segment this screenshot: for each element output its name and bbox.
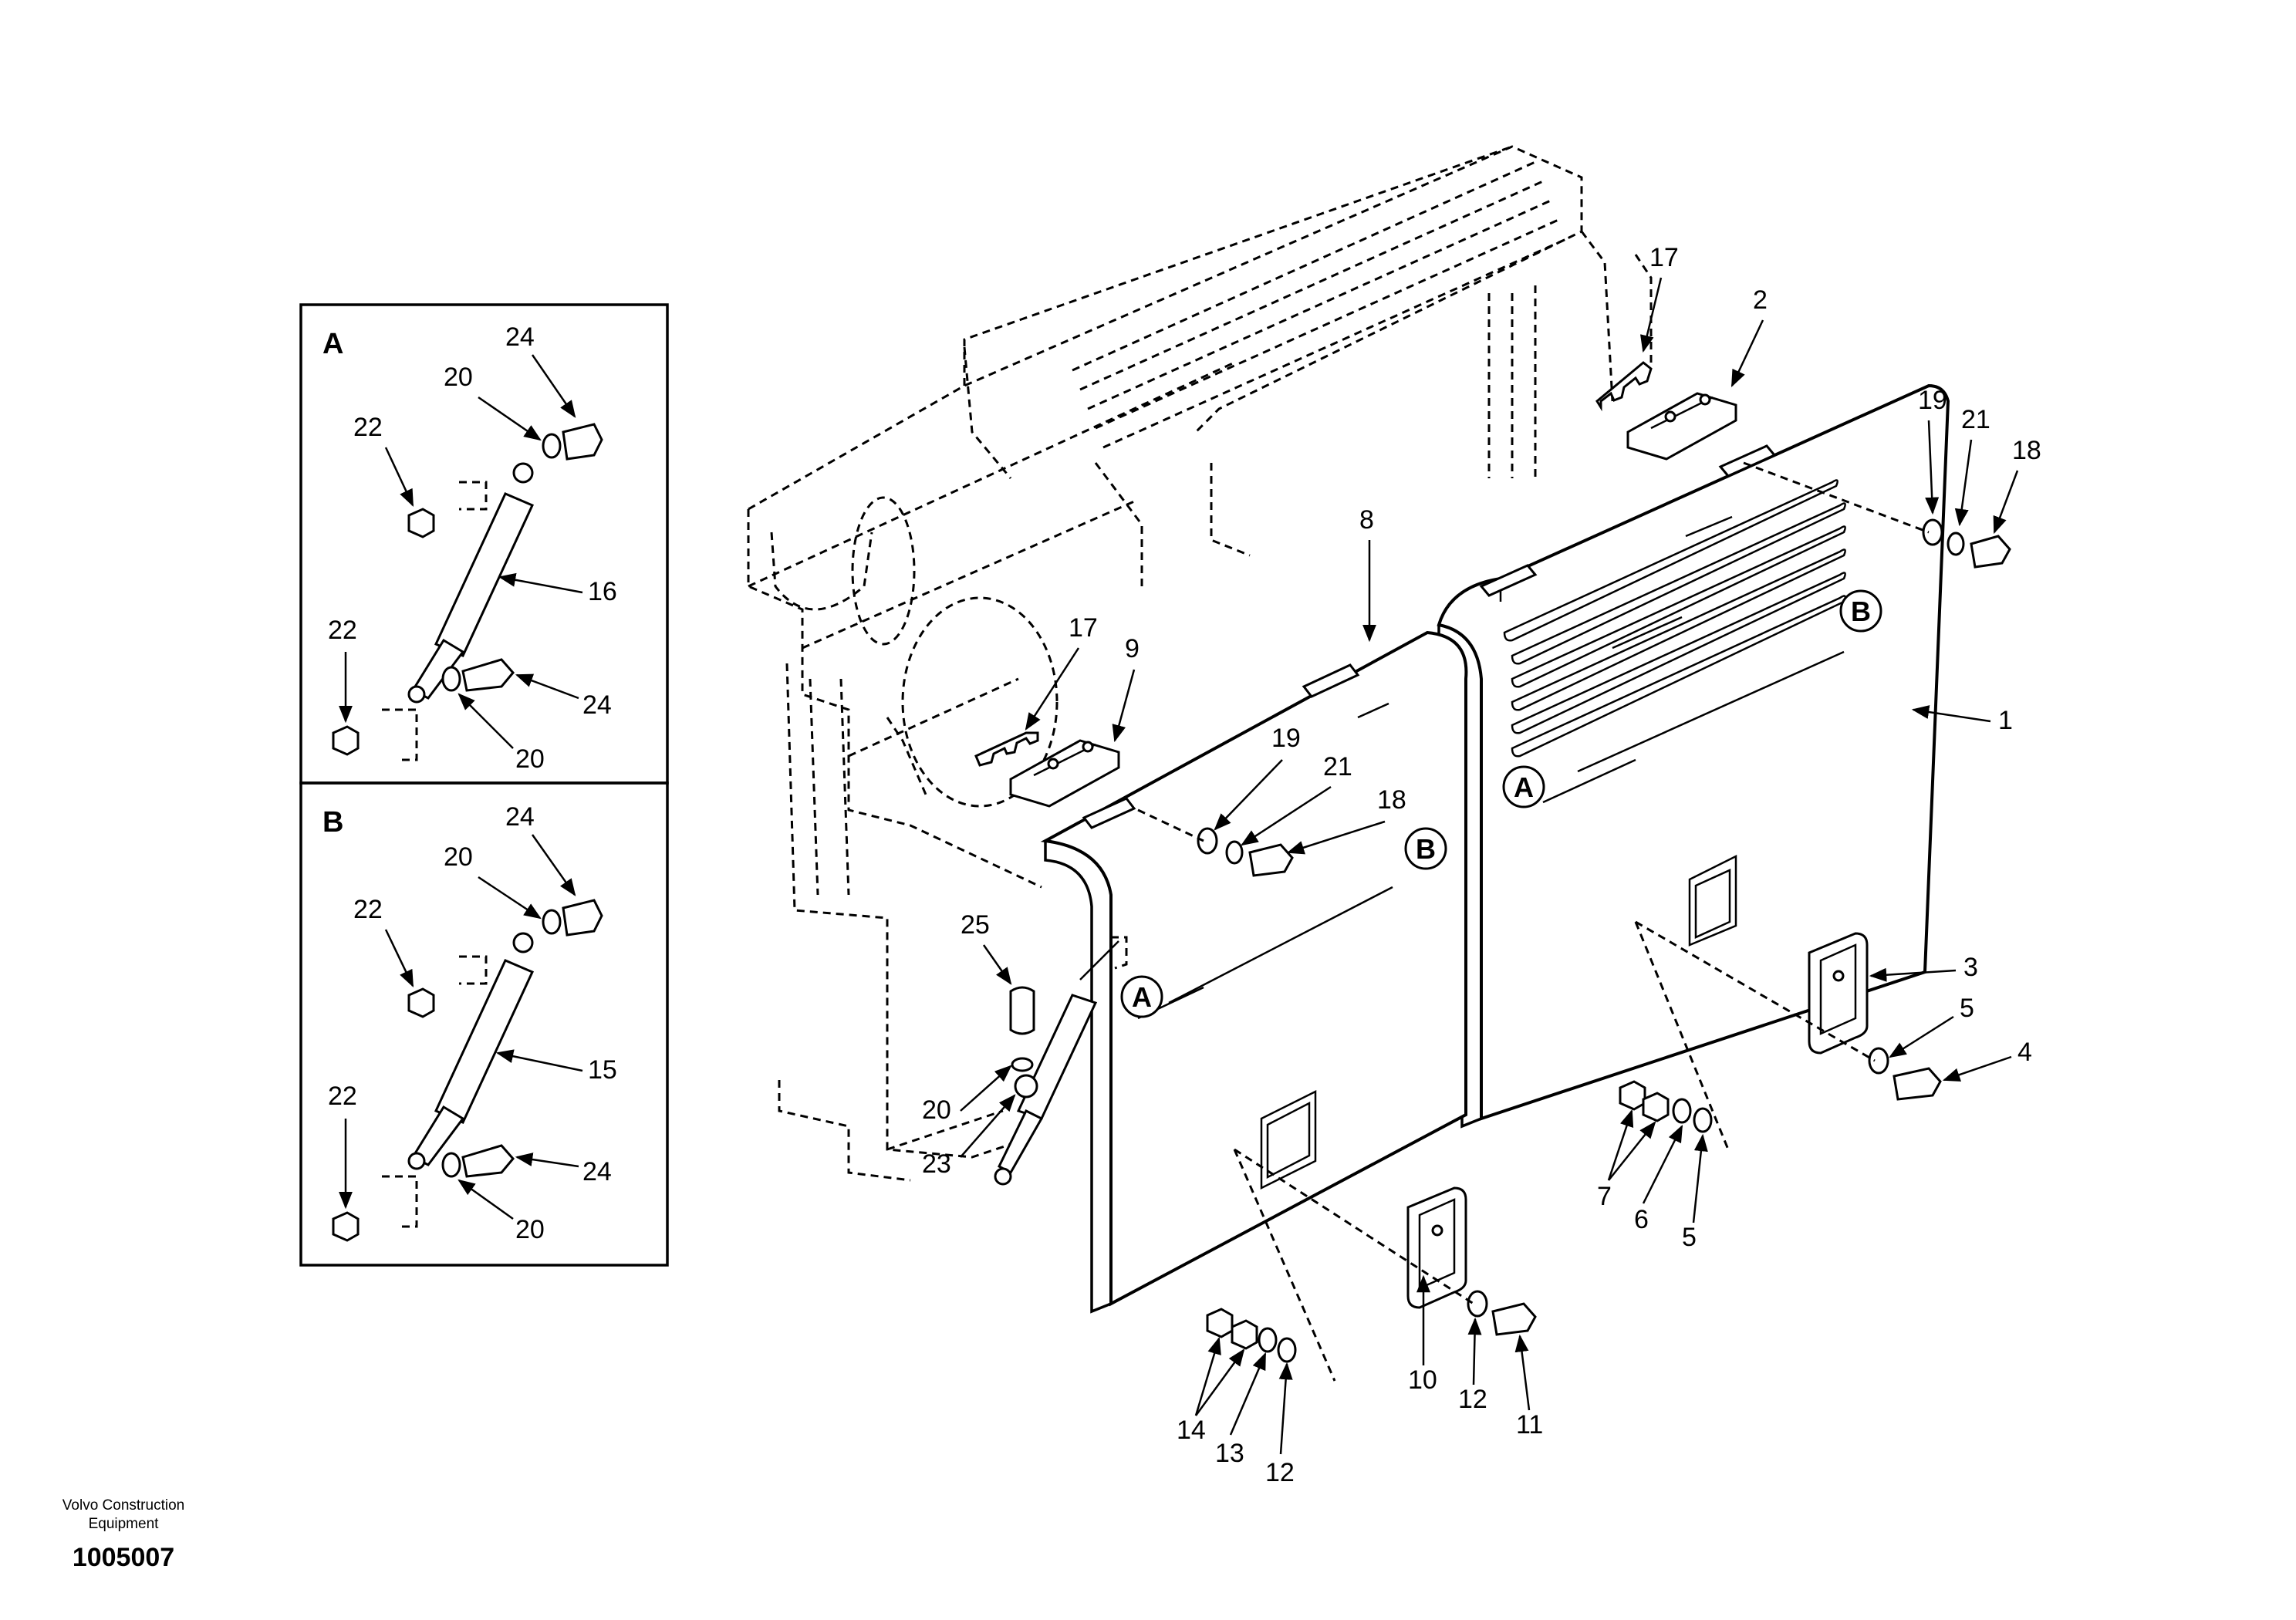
callout-4: 4 xyxy=(2017,1038,2032,1067)
detail-marker-a-right: A xyxy=(1502,765,1545,808)
callout-9: 9 xyxy=(1125,634,1140,663)
callout-a-22-bottom: 22 xyxy=(328,616,357,645)
gas-spring-16 xyxy=(332,423,603,761)
callout-a-16: 16 xyxy=(588,577,617,606)
fasteners-left-top xyxy=(1137,808,1294,877)
callout-19-left: 19 xyxy=(1271,724,1301,753)
fasteners-right-top xyxy=(1743,461,2011,569)
detail-marker-a-left: A xyxy=(1079,940,1163,1018)
callout-b-20-bottom: 20 xyxy=(515,1215,545,1244)
fasteners-left-bottom xyxy=(1206,1148,1537,1382)
machine-frame xyxy=(747,145,1653,1182)
callout-b-15: 15 xyxy=(588,1055,617,1085)
callout-b-24-bottom: 24 xyxy=(582,1157,612,1186)
latch-3 xyxy=(1808,932,1869,1055)
callout-10: 10 xyxy=(1408,1365,1437,1395)
callout-19-right: 19 xyxy=(1918,386,1947,415)
inset-b-callouts: 24 20 22 15 22 24 20 xyxy=(328,802,617,1244)
inset-label-a: A xyxy=(322,328,343,360)
gas-spring-main xyxy=(994,936,1128,1186)
svg-text:B: B xyxy=(1416,833,1436,865)
louver-slots xyxy=(1503,479,1846,758)
callout-1: 1 xyxy=(1998,706,2013,735)
detail-marker-b-left: B xyxy=(1404,827,1447,870)
callout-8: 8 xyxy=(1359,505,1374,535)
callout-b-22-top: 22 xyxy=(353,895,383,924)
callout-a-24: 24 xyxy=(505,322,535,352)
shim-17-left xyxy=(974,731,1039,767)
callout-6: 6 xyxy=(1634,1205,1649,1234)
callout-b-20: 20 xyxy=(444,842,473,872)
callout-20-main: 20 xyxy=(922,1095,951,1125)
inset-box-b: B xyxy=(299,781,669,1267)
shim-17-top xyxy=(1595,361,1653,412)
callout-5-bottom: 5 xyxy=(1682,1223,1697,1252)
hinge-9 xyxy=(1009,739,1120,808)
main-callouts: 17 2 19 21 18 8 17 9 1 19 21 18 25 3 5 4… xyxy=(922,243,2041,1487)
callout-2: 2 xyxy=(1753,285,1768,315)
right-door-panel xyxy=(1437,383,1950,1129)
callout-17-top: 17 xyxy=(1649,243,1679,272)
svg-text:A: A xyxy=(1132,981,1152,1013)
callout-18-right: 18 xyxy=(2012,436,2041,465)
footer: Volvo Construction Equipment 1005007 xyxy=(31,1497,216,1573)
callout-25: 25 xyxy=(961,910,990,940)
inset-label-b: B xyxy=(322,806,343,839)
svg-text:B: B xyxy=(1851,596,1871,627)
callout-23: 23 xyxy=(922,1149,951,1179)
callout-13: 13 xyxy=(1215,1439,1244,1468)
callout-12-latch: 12 xyxy=(1458,1385,1487,1414)
callout-11: 11 xyxy=(1516,1410,1543,1439)
gas-spring-15 xyxy=(332,899,603,1242)
callout-5-right: 5 xyxy=(1960,994,1974,1023)
callout-b-24: 24 xyxy=(505,802,535,832)
svg-text:A: A xyxy=(1514,771,1534,803)
fasteners-right-bottom xyxy=(1619,920,1942,1150)
callout-b-22-bottom: 22 xyxy=(328,1082,357,1111)
callout-7: 7 xyxy=(1597,1182,1612,1211)
callout-a-22-top: 22 xyxy=(353,413,383,442)
callout-12-bottom: 12 xyxy=(1265,1458,1295,1487)
callout-18-left: 18 xyxy=(1377,785,1406,815)
inset-a-callouts: 24 20 22 16 22 24 20 xyxy=(328,322,617,774)
callout-3: 3 xyxy=(1963,953,1978,982)
callout-14: 14 xyxy=(1177,1416,1206,1445)
callout-a-24-bottom: 24 xyxy=(582,690,612,720)
manufacturer-label: Volvo Construction Equipment xyxy=(62,1497,185,1532)
callout-17-left: 17 xyxy=(1069,613,1098,643)
latch-10 xyxy=(1406,1186,1467,1309)
left-door-panel xyxy=(1040,630,1468,1314)
detail-marker-b-right: B xyxy=(1839,589,1882,633)
callout-21-right: 21 xyxy=(1961,405,1990,434)
callout-a-20: 20 xyxy=(444,363,473,392)
callout-a-20-bottom: 20 xyxy=(515,744,545,774)
figure-number: 1005007 xyxy=(72,1543,175,1572)
callout-21-left: 21 xyxy=(1323,752,1352,781)
hinge-2 xyxy=(1626,392,1737,461)
